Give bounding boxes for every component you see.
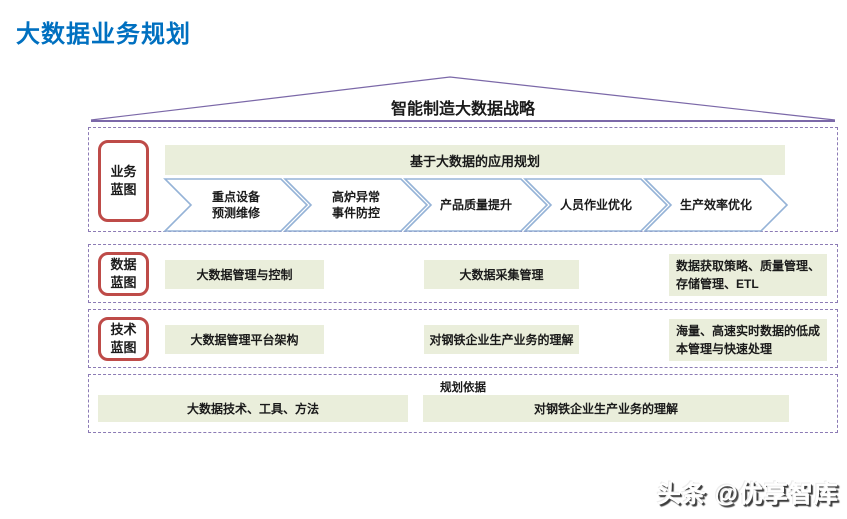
- roof-triangle: [90, 76, 836, 122]
- data-blueprint-row: 数据 蓝图 大数据管理与控制 大数据采集管理 数据获取策略、质量管理、存储管理、…: [88, 244, 838, 303]
- business-blueprint-label: 业务 蓝图: [110, 164, 137, 197]
- tech-box-massive-data: 海量、高速实时数据的低成本管理与快速处理: [669, 319, 827, 361]
- data-box-collection: 大数据采集管理: [424, 260, 579, 289]
- data-box-management-control: 大数据管理与控制: [165, 260, 324, 289]
- process-step-1: 重点设备 预测维修: [211, 189, 260, 220]
- data-blueprint-label: 数据 蓝图: [110, 257, 137, 290]
- page-title: 大数据业务规划: [16, 21, 191, 48]
- basis-box-tools-methods: 大数据技术、工具、方法: [98, 395, 408, 422]
- arrow-shape-2: [283, 178, 429, 232]
- process-step-4: 人员作业优化: [559, 197, 632, 212]
- data-blueprint-tag: 数据 蓝图: [98, 252, 149, 296]
- process-step-2: 高炉异常 事件防控: [331, 189, 380, 220]
- process-arrows: [163, 178, 789, 232]
- tech-box-understanding: 对钢铁企业生产业务的理解: [424, 325, 579, 354]
- process-step-5: 生产效率优化: [679, 197, 752, 212]
- business-blueprint-row: 业务 蓝图 基于大数据的应用规划 重点设备 预测维修 高炉异常 事件防控 产品质…: [88, 127, 838, 232]
- strategy-roof: 智能制造大数据战略: [88, 68, 838, 122]
- tech-box-platform: 大数据管理平台架构: [165, 325, 324, 354]
- business-blueprint-tag: 业务 蓝图: [98, 140, 149, 222]
- arrow-shape-1: [163, 178, 309, 232]
- arrow-shape-3: [403, 178, 549, 232]
- watermark: 头条 @优享智库: [656, 481, 839, 508]
- data-box-acquisition-etl: 数据获取策略、质量管理、存储管理、ETL: [669, 254, 827, 296]
- basis-box-understanding: 对钢铁企业生产业务的理解: [423, 395, 789, 422]
- planning-basis-row: 规划依据 大数据技术、工具、方法 对钢铁企业生产业务的理解: [88, 374, 838, 433]
- tech-blueprint-row: 技术 蓝图 大数据管理平台架构 对钢铁企业生产业务的理解 海量、高速实时数据的低…: [88, 309, 838, 368]
- planning-basis-title: 规划依据: [440, 382, 486, 394]
- arrow-shape-4: [523, 178, 669, 232]
- strategy-label: 智能制造大数据战略: [390, 101, 535, 118]
- arrow-shape-5: [643, 178, 789, 232]
- tech-blueprint-label: 技术 蓝图: [110, 322, 137, 355]
- process-step-3: 产品质量提升: [439, 197, 512, 212]
- tech-blueprint-tag: 技术 蓝图: [98, 317, 149, 361]
- application-planning-bar: 基于大数据的应用规划: [165, 145, 785, 175]
